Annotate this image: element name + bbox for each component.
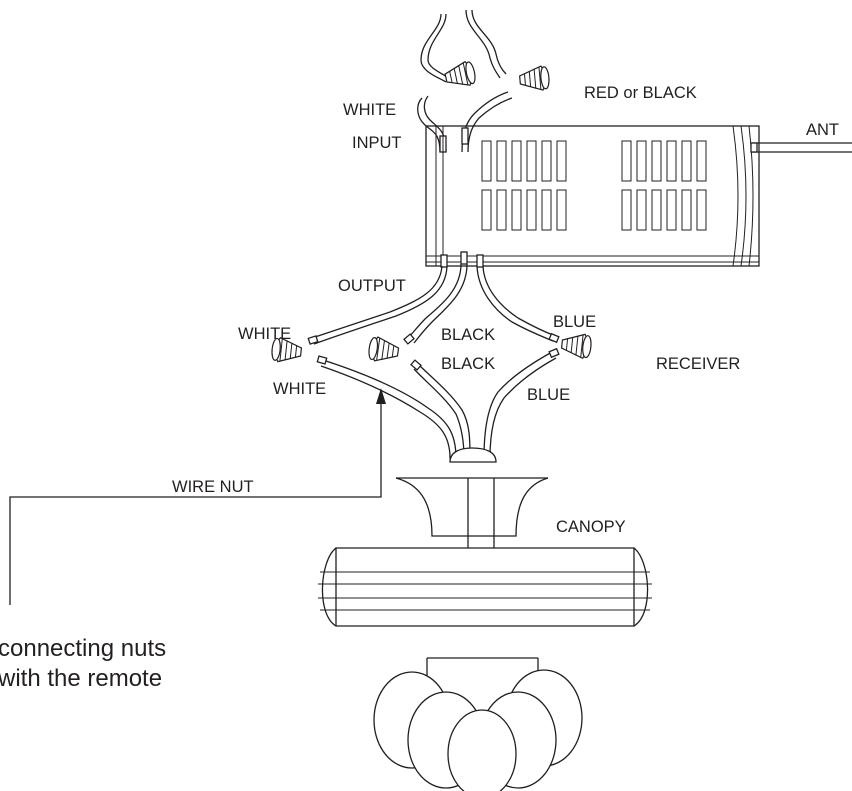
vent-slot (526, 140, 537, 182)
vent-slot (636, 140, 647, 182)
label-black-upper: BLACK (441, 326, 495, 344)
output-wires (307, 251, 560, 345)
vent-slot (696, 189, 707, 231)
label-output: OUTPUT (338, 277, 406, 295)
vent-slot (651, 189, 662, 231)
input-wires (417, 9, 513, 153)
vent-slot (666, 189, 677, 231)
label-canopy: CANOPY (556, 518, 626, 536)
vent-slot (496, 140, 507, 182)
vent-slot (541, 140, 552, 182)
vent-slot (556, 140, 567, 182)
receiver-box (425, 125, 852, 267)
vent-slot (496, 189, 507, 231)
caption-line-1: connecting nuts (0, 635, 166, 662)
vent-slot (541, 189, 552, 231)
caption-line-2: with the remote (0, 665, 162, 692)
label-ant: ANT (806, 121, 839, 139)
label-white-lower: WHITE (273, 380, 326, 398)
label-receiver: RECEIVER (656, 355, 740, 373)
vent-slot (526, 189, 537, 231)
wire-nut-blue (560, 331, 593, 360)
wire-nut-black (367, 335, 401, 365)
vent-slot (681, 140, 692, 182)
vent-slot (511, 140, 522, 182)
label-white-input-wire: WHITE (343, 101, 396, 119)
wire-nut-pointer (9, 388, 386, 605)
top-wire-nut-right (518, 64, 551, 93)
fan-wires (316, 347, 560, 462)
label-red-or-black: RED or BLACK (584, 84, 697, 102)
vent-slot (556, 189, 567, 231)
label-input: INPUT (352, 134, 402, 152)
label-blue-upper: BLUE (553, 313, 596, 331)
vent-slots (481, 140, 707, 231)
label-blue-lower: BLUE (527, 386, 570, 404)
vent-slot (621, 189, 632, 231)
canopy (395, 447, 549, 548)
label-black-lower: BLACK (441, 355, 495, 373)
light-kit (373, 657, 583, 791)
vent-slot (481, 140, 492, 182)
top-wire-nut-left (442, 59, 478, 91)
fan-motor-housing (318, 547, 652, 627)
vent-slot (681, 189, 692, 231)
label-wire-nut: WIRE NUT (172, 478, 254, 496)
vent-slot (651, 140, 662, 182)
vent-slot (636, 189, 647, 231)
vent-slot (621, 140, 632, 182)
label-white-upper: WHITE (238, 325, 291, 343)
vent-slot (481, 189, 492, 231)
vent-slot (666, 140, 677, 182)
vent-slot (511, 189, 522, 231)
vent-slot (696, 140, 707, 182)
